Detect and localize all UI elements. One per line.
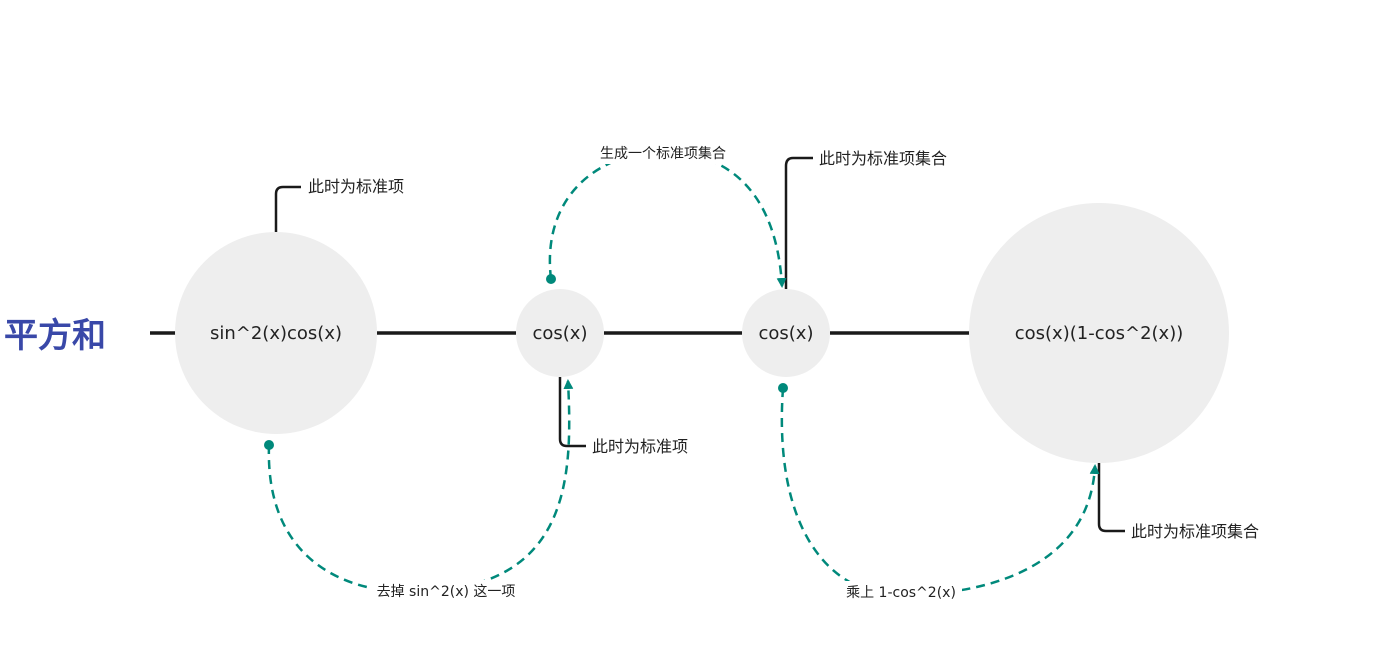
node-2: cos(x)	[516, 289, 604, 377]
diagram-title: 平方和	[4, 316, 106, 356]
callout-text-4: 此时为标准项集合	[1131, 522, 1259, 541]
node-label: cos(x)(1-cos^2(x))	[1015, 323, 1184, 344]
transition-label-2: 生成一个标准项集合	[600, 145, 726, 162]
node-1: sin^2(x)cos(x)	[175, 232, 377, 434]
transition-label-bg-3	[840, 581, 962, 603]
transition-start-dot-1	[264, 440, 274, 450]
callout-connector-2	[558, 377, 586, 448]
transition-arc-3	[780, 387, 1100, 597]
node-4: cos(x)(1-cos^2(x))	[969, 203, 1229, 463]
node-label: cos(x)	[759, 323, 814, 344]
transition-arc-2	[548, 150, 787, 288]
callout-connector-3	[784, 156, 813, 289]
transition-start-dot-2	[546, 274, 556, 284]
transition-start-dot-3	[778, 383, 788, 393]
node-3: cos(x)	[742, 289, 830, 377]
callout-text-2: 此时为标准项	[592, 437, 688, 456]
callout-text-1: 此时为标准项	[308, 177, 404, 196]
node-label: sin^2(x)cos(x)	[210, 323, 342, 344]
transition-label-bg-1	[370, 580, 522, 602]
transition-label-3: 乘上 1-cos^2(x)	[846, 585, 956, 601]
transition-label-bg-2	[586, 142, 740, 164]
callout-connector-1	[274, 185, 301, 232]
node-label: cos(x)	[533, 323, 588, 344]
transition-label-1: 去掉 sin^2(x) 这一项	[377, 583, 516, 600]
callout-text-3: 此时为标准项集合	[819, 149, 947, 168]
callout-connector-4	[1097, 463, 1125, 533]
